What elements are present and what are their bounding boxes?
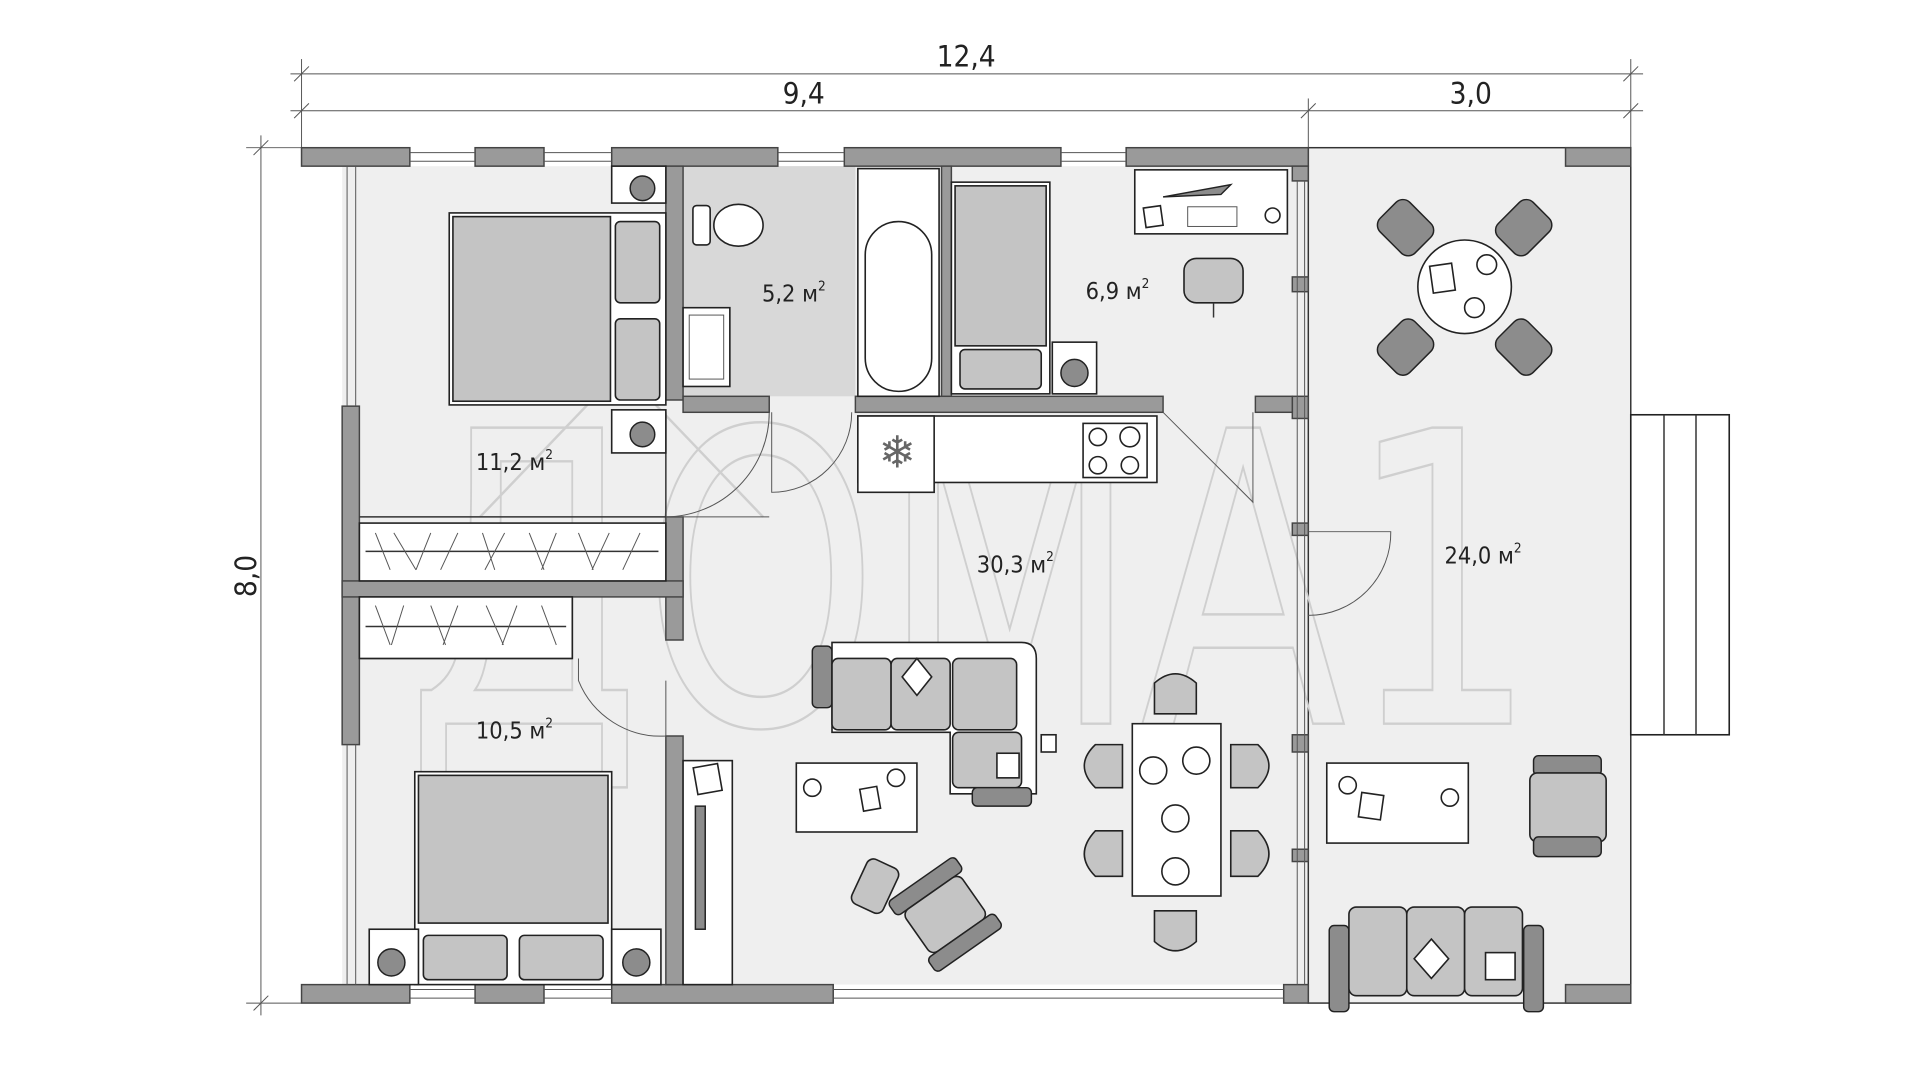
- coffee-table: [795, 762, 918, 833]
- armchair: [1529, 754, 1607, 858]
- nightstand: [368, 928, 420, 986]
- dimension-total-width: 12,4: [290, 39, 1644, 148]
- bedroom-2-furniture: [358, 596, 662, 986]
- office-chair: [1183, 257, 1244, 318]
- bedroom-3-furniture: [950, 169, 1289, 395]
- dimension-label: 8,0: [229, 555, 263, 597]
- room-area-label: 11,2 м2: [476, 447, 553, 476]
- room-labels: 11,2 м2 5,2 м2 6,9 м2 30,3 м2 24,0 м2 10…: [476, 276, 1522, 744]
- doors: [577, 411, 1392, 737]
- tv-stand: [682, 759, 734, 986]
- dining-chairs: [1083, 673, 1270, 952]
- room-area-label: 6,9 м2: [1086, 276, 1150, 305]
- room-area-label: 5,2 м2: [762, 278, 826, 307]
- dining-table: [1131, 722, 1222, 897]
- cooktop: [1082, 422, 1148, 479]
- nightstand: [610, 165, 667, 204]
- corner-sofa: [811, 641, 1038, 807]
- wardrobe: [358, 522, 667, 582]
- svg-text:❄: ❄: [879, 428, 916, 479]
- kitchen: ❄: [857, 415, 1158, 494]
- nightstand: [610, 928, 662, 986]
- single-bed: [950, 181, 1051, 395]
- room-area-label: 10,5 м2: [476, 715, 553, 744]
- living-room-furniture: [682, 641, 1270, 986]
- dimension-lines: 12,4 9,4 3,0 8,0: [229, 39, 1644, 1016]
- bedroom-1-furniture: [358, 165, 667, 582]
- double-bed: [413, 770, 613, 986]
- ottoman: [850, 858, 900, 915]
- dimension-house-width: 9,4 3,0: [290, 76, 1644, 148]
- sofa: [1328, 906, 1545, 1013]
- bathtub: [857, 167, 940, 398]
- terrace-furniture: [1325, 198, 1607, 1013]
- dimension-depth: 8,0: [229, 135, 302, 1016]
- armchair: [888, 857, 1003, 972]
- double-bed: [448, 212, 667, 406]
- nightstand: [610, 409, 667, 454]
- bathroom-fixtures: [682, 167, 940, 398]
- fridge: ❄: [857, 415, 935, 494]
- column: [1040, 733, 1057, 753]
- coffee-table: [1325, 762, 1470, 844]
- terrace-stairs: [1629, 413, 1731, 736]
- room-area-label: 24,0 м2: [1445, 541, 1522, 570]
- dimension-label: 3,0: [1450, 76, 1492, 110]
- wardrobe: [358, 596, 574, 660]
- dimension-label: 12,4: [937, 39, 996, 73]
- nightstand: [1051, 341, 1098, 395]
- toilet: [692, 203, 764, 247]
- round-table-set: [1376, 198, 1553, 376]
- desk: [1133, 169, 1289, 235]
- dimension-label: 9,4: [783, 76, 825, 110]
- room-area-label: 30,3 м2: [977, 549, 1054, 578]
- sink: [682, 306, 731, 388]
